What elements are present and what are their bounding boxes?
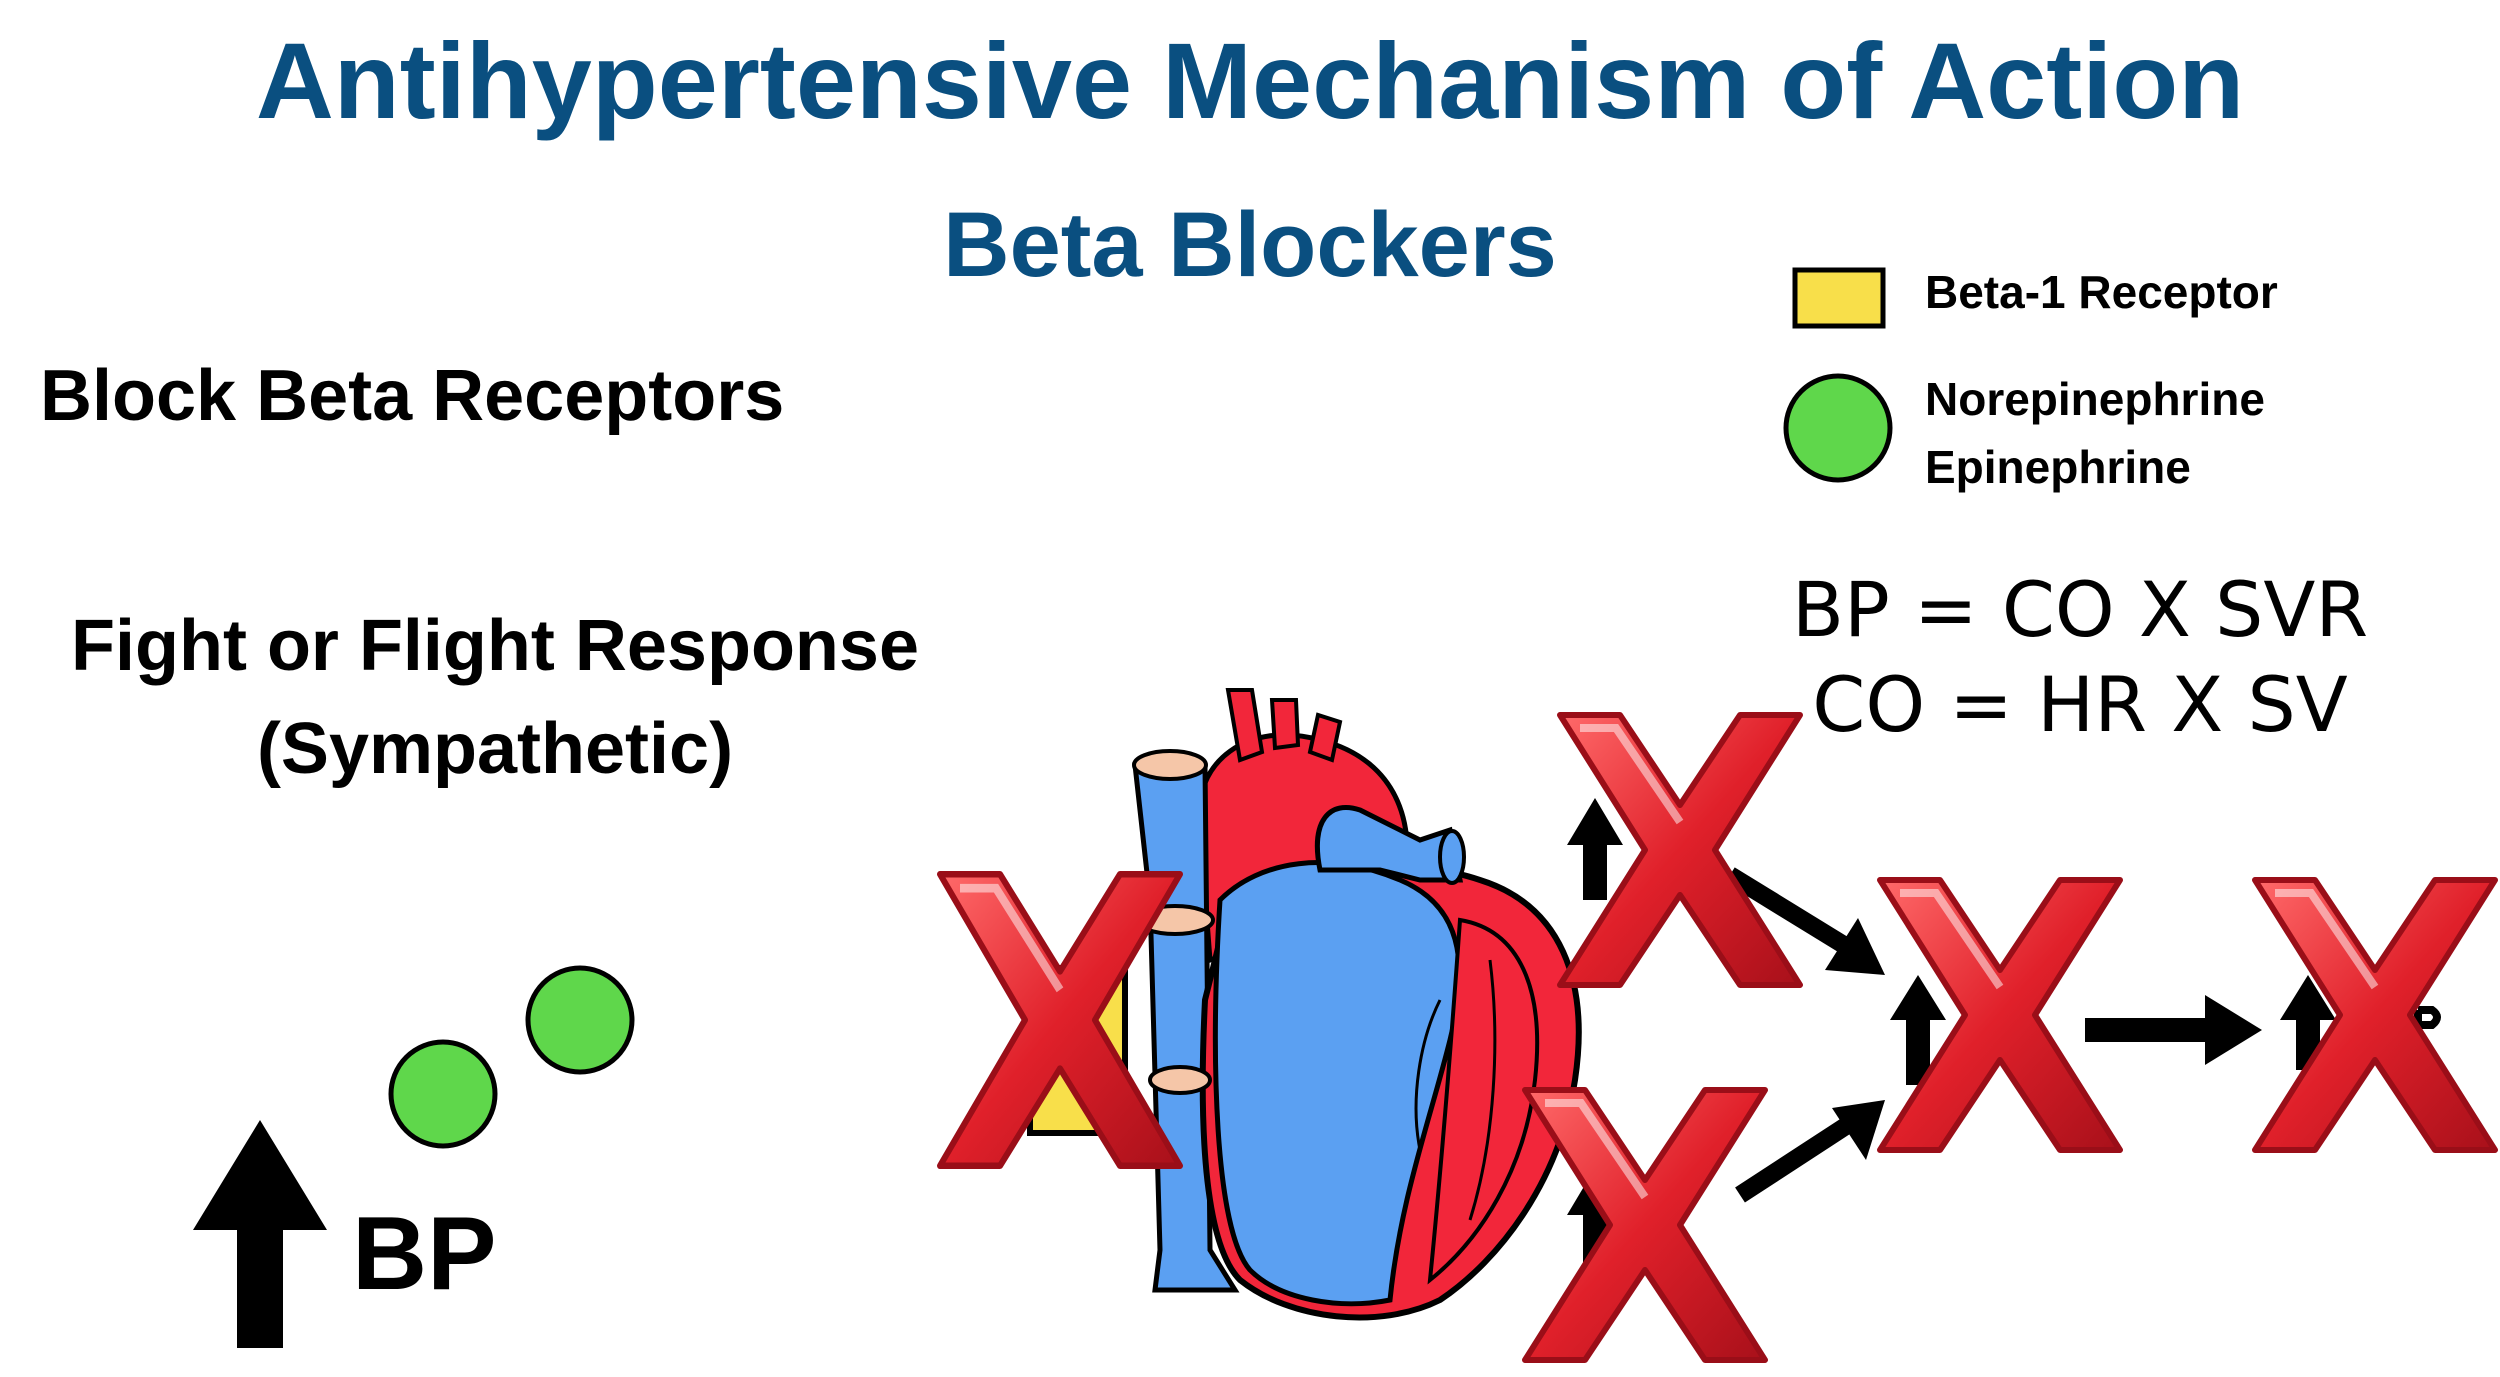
equation-co: CO = HR X SV bbox=[1812, 660, 2348, 749]
legend-receptor-swatch bbox=[1792, 267, 1886, 329]
up-arrow-icon bbox=[193, 1120, 327, 1348]
up-arrow-icon bbox=[2280, 975, 2336, 1070]
ligand-circle bbox=[388, 1039, 498, 1149]
right-arrow-icon bbox=[1725, 867, 1885, 975]
legend-ligand-label-1: Norepinephrine bbox=[1925, 373, 2265, 425]
ligand-circle bbox=[525, 965, 635, 1075]
up-arrow-icon bbox=[1567, 798, 1623, 900]
equation-bp: BP = CO X SVR bbox=[1791, 565, 2369, 654]
bp-label: BP bbox=[352, 1196, 497, 1312]
right-arrow-icon bbox=[2085, 995, 2262, 1065]
block-beta-heading: Block Beta Receptors bbox=[40, 356, 785, 436]
fight-or-flight-heading: Fight or Flight Response bbox=[71, 606, 919, 686]
page-title: Antihypertensive Mechanism of Action bbox=[255, 20, 2245, 141]
red-x-icon bbox=[1525, 1090, 1765, 1360]
right-arrow-icon bbox=[1735, 1100, 1885, 1203]
page-subtitle: Beta Blockers bbox=[943, 194, 1557, 296]
sympathetic-heading: (Sympathetic) bbox=[256, 709, 734, 789]
legend-ligand-swatch bbox=[1783, 373, 1893, 483]
legend-ligand-label-2: Epinephrine bbox=[1925, 441, 2191, 493]
legend-receptor-label: Beta-1 Receptor bbox=[1925, 266, 2278, 318]
heart-icon bbox=[1132, 688, 1582, 1321]
up-arrow-icon bbox=[1890, 975, 1946, 1085]
